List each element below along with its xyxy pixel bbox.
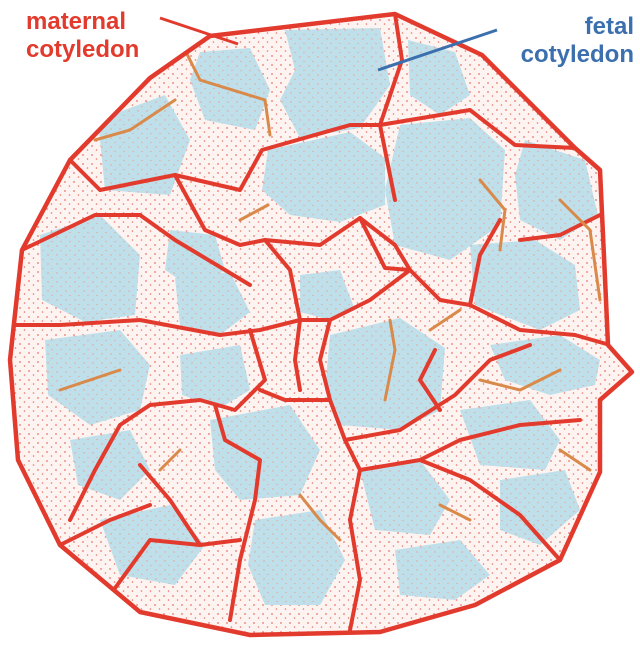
fetal-cotyledon-label: fetal cotyledon [521, 13, 634, 69]
maternal-cotyledon-label: maternal cotyledon [26, 8, 139, 64]
maternal-leader-line [160, 18, 238, 44]
fetal-label-line-2: cotyledon [521, 41, 634, 69]
fetal-label-line-1: fetal [521, 13, 634, 41]
maternal-label-line-1: maternal [26, 8, 139, 36]
maternal-label-line-2: cotyledon [26, 36, 139, 64]
